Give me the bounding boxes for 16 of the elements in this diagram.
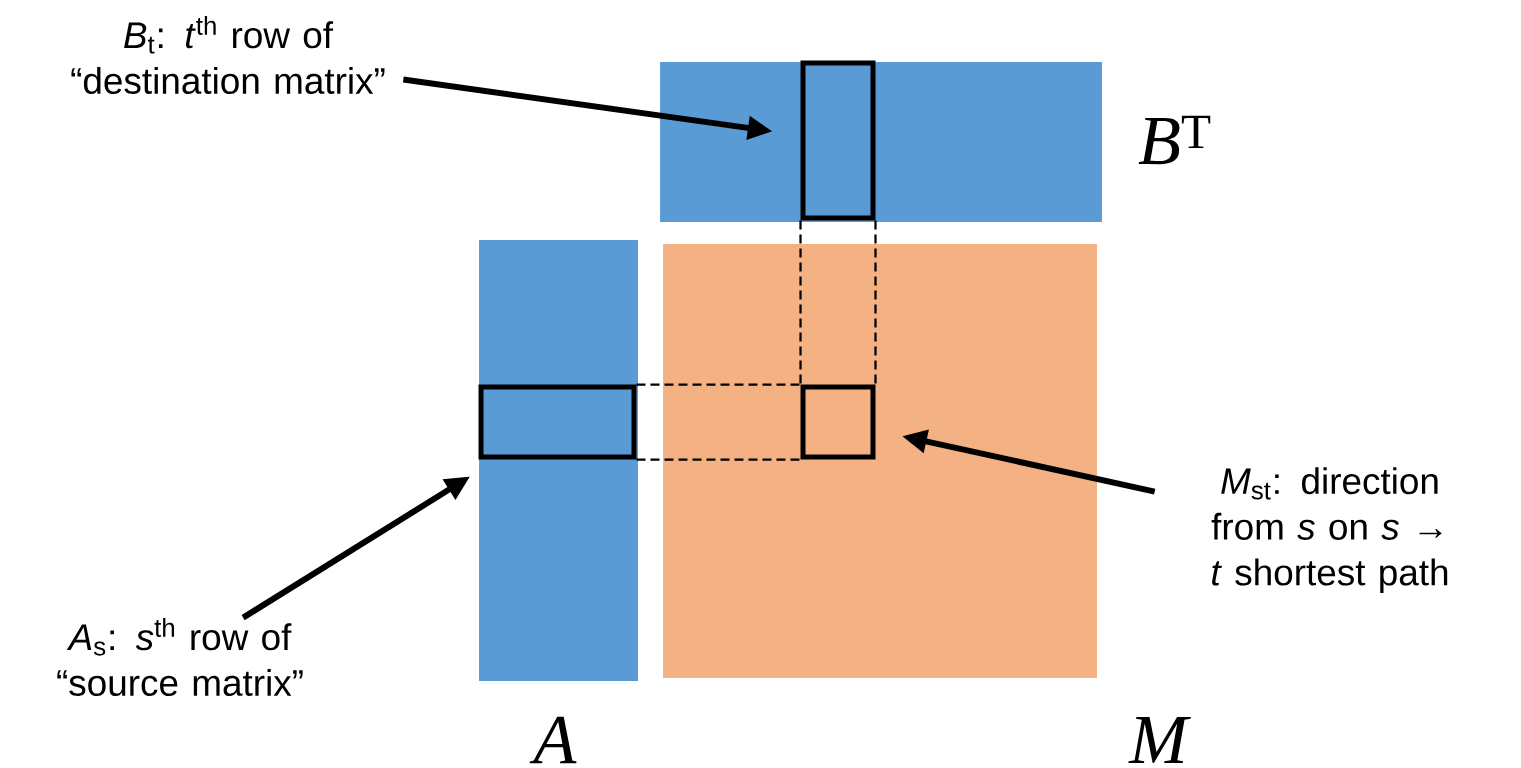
matrix-block	[479, 240, 638, 681]
matrix-block	[663, 244, 1097, 678]
guide-line	[636, 458, 801, 461]
matrix-label: A	[529, 716, 577, 764]
annotation-text: A$_{s}$: s$^{th}$ row of “source matrix”	[57, 618, 303, 696]
highlight-box	[800, 60, 876, 221]
highlight-box	[800, 384, 876, 460]
guide-line	[799, 220, 802, 385]
matrix-label: B$^{T}$	[1138, 115, 1211, 165]
guide-line	[636, 383, 801, 386]
annotation-text: B$_{t}$: t$^{th}$ row of “destination matrix”	[71, 16, 385, 94]
matrix-label: M	[1128, 717, 1191, 763]
annotation-text: M$_{st}$: direction from s on s → t shortest path	[1211, 467, 1448, 593]
guide-line	[874, 220, 877, 385]
matrix-block	[660, 62, 1102, 222]
highlight-box	[478, 384, 637, 460]
